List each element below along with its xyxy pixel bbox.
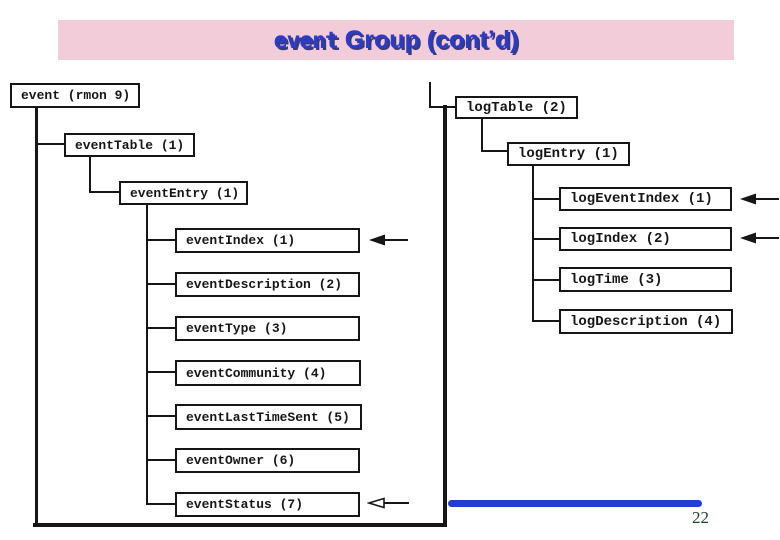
frame-bottom-edge (33, 523, 447, 527)
connector-line (429, 106, 457, 108)
connector-line (532, 198, 561, 200)
arrow-left-icon (740, 232, 779, 244)
node-event-index: eventIndex (1) (175, 228, 360, 253)
connector-line (146, 503, 177, 505)
connector-line (35, 107, 38, 525)
connector-line (532, 279, 561, 281)
node-log-description: logDescription (4) (559, 309, 733, 334)
node-event-status: eventStatus (7) (175, 492, 360, 517)
node-log-time: logTime (3) (559, 267, 732, 292)
arrow-left-icon (740, 193, 779, 205)
node-event-entry: eventEntry (1) (119, 181, 248, 205)
node-event-description: eventDescription (2) (175, 272, 360, 297)
connector-line (36, 143, 66, 145)
title-keyword: event (273, 27, 339, 54)
connector-line (481, 118, 483, 152)
connector-line (89, 156, 91, 193)
connector-line (146, 239, 177, 241)
node-event: event (rmon 9) (10, 83, 140, 108)
node-event-table: eventTable (1) (64, 133, 195, 157)
connector-line (532, 164, 534, 322)
connector-line (146, 283, 177, 285)
node-event-type: eventType (3) (175, 316, 360, 341)
connector-line (146, 204, 148, 505)
node-event-community: eventCommunity (4) (175, 360, 361, 386)
arrow-left-open-icon (367, 497, 409, 509)
connector-line (532, 320, 561, 322)
connector-line (481, 150, 509, 152)
connector-line (146, 371, 177, 373)
page-number: 22 (692, 508, 709, 527)
arrow-left-icon (369, 234, 408, 246)
node-log-table: logTable (2) (455, 96, 578, 119)
node-log-event-index: logEventIndex (1) (559, 187, 732, 211)
footer-accent-line (448, 500, 702, 507)
node-event-last-time-sent: eventLastTimeSent (5) (175, 404, 362, 430)
title-rest: Group (cont’d) (337, 25, 519, 54)
connector-line (146, 459, 177, 461)
connector-line (532, 238, 561, 240)
node-log-index: logIndex (2) (559, 227, 732, 251)
frame-right-edge (443, 105, 447, 527)
connector-line (89, 191, 121, 193)
connector-line (146, 415, 177, 417)
node-event-owner: eventOwner (6) (175, 448, 360, 473)
node-log-entry: logEntry (1) (507, 142, 630, 166)
page-title: event Group (cont’d) (274, 26, 519, 55)
connector-line (429, 82, 431, 108)
slide-title-bar: event Group (cont’d) (58, 20, 734, 60)
connector-line (146, 327, 177, 329)
